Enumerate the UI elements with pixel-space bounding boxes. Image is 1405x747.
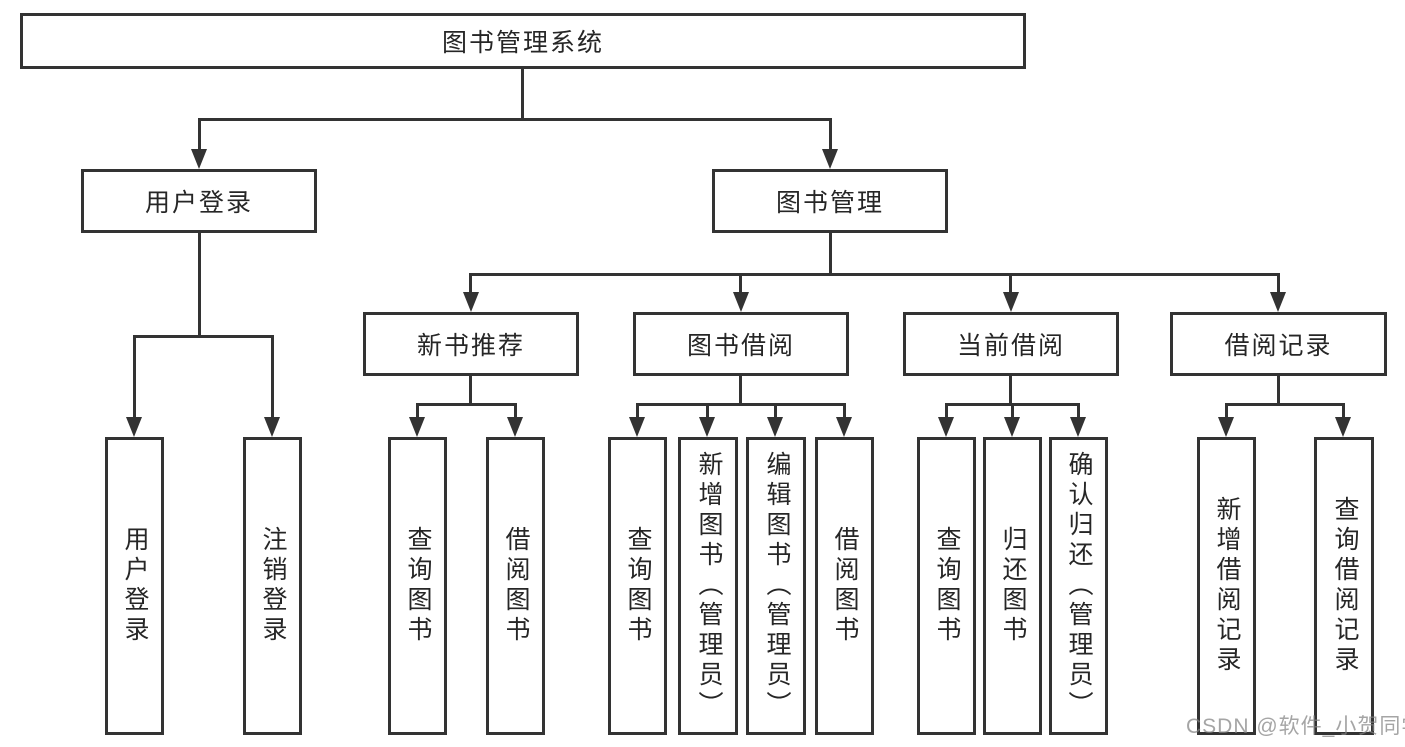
leaf-current-query: 查询图书 — [917, 437, 976, 735]
connector-ul-stub — [198, 233, 201, 335]
connector-bm-drop-3 — [1009, 273, 1012, 294]
arrow-to-borrow-records — [1270, 292, 1286, 312]
connector-bb-stub — [739, 375, 742, 403]
arrow-to-nb-borrow — [507, 417, 523, 437]
arrow-to-bb-query — [629, 417, 645, 437]
leaf-user-login: 用户登录 — [105, 437, 164, 735]
arrow-to-bb-borrow — [836, 417, 852, 437]
leaf-logout: 注销登录 — [243, 437, 302, 735]
node-borrow-records: 借阅记录 — [1170, 312, 1387, 376]
node-root: 图书管理系统 — [20, 13, 1026, 69]
leaf-borrow-add-admin: 新增图书（管理员） — [678, 437, 738, 735]
arrow-to-cb-query — [938, 417, 954, 437]
arrow-to-leaf-login — [126, 417, 142, 437]
arrow-to-new-books — [463, 292, 479, 312]
connector-root-stub — [521, 68, 524, 118]
connector-cb-drop-2 — [1011, 403, 1014, 419]
connector-bm-drop-2 — [739, 273, 742, 294]
connector-bm-hline — [469, 273, 1280, 276]
csdn-watermark: CSDN @软件_小贺同学 — [1186, 715, 1405, 738]
connector-bb-drop-3 — [774, 403, 777, 419]
connector-bb-drop-2 — [706, 403, 709, 419]
connector-br-stub — [1277, 375, 1280, 403]
arrow-to-book-mgmt — [822, 149, 838, 169]
node-book-borrow: 图书借阅 — [633, 312, 849, 376]
arrow-to-nb-query — [409, 417, 425, 437]
node-book-management: 图书管理 — [712, 169, 948, 233]
node-user-login: 用户登录 — [81, 169, 317, 233]
connector-br-drop-1 — [1225, 403, 1228, 419]
arrow-to-cb-confirm — [1070, 417, 1086, 437]
connector-ul-drop-1 — [133, 335, 136, 419]
connector-cb-stub — [1009, 375, 1012, 403]
arrow-to-book-borrow — [733, 292, 749, 312]
node-new-book-recommend: 新书推荐 — [363, 312, 579, 376]
connector-nb-stub — [469, 375, 472, 403]
arrow-to-br-add — [1218, 417, 1234, 437]
connector-bb-drop-1 — [636, 403, 639, 419]
connector-bm-stub — [829, 233, 832, 273]
leaf-records-query: 查询借阅记录 — [1314, 437, 1374, 735]
leaf-newbooks-borrow: 借阅图书 — [486, 437, 545, 735]
connector-cb-drop-1 — [945, 403, 948, 419]
arrow-to-bb-add — [699, 417, 715, 437]
leaf-borrow-edit-admin: 编辑图书（管理员） — [746, 437, 806, 735]
arrow-to-current-borrow — [1003, 292, 1019, 312]
leaf-current-return: 归还图书 — [983, 437, 1042, 735]
leaf-borrow-borrow: 借阅图书 — [815, 437, 874, 735]
leaf-borrow-query: 查询图书 — [608, 437, 667, 735]
arrow-to-br-query — [1335, 417, 1351, 437]
connector-bm-drop-4 — [1277, 273, 1280, 294]
connector-root-hline — [198, 118, 832, 121]
connector-bb-drop-4 — [843, 403, 846, 419]
connector-nb-hline — [416, 403, 517, 406]
connector-ul-drop-2 — [271, 335, 274, 419]
arrow-to-cb-return — [1004, 417, 1020, 437]
connector-nb-drop-1 — [416, 403, 419, 419]
connector-bb-hline — [636, 403, 846, 406]
arrow-to-user-login — [191, 149, 207, 169]
connector-ul-hline — [133, 335, 274, 338]
leaf-newbooks-query: 查询图书 — [388, 437, 447, 735]
connector-cb-drop-3 — [1077, 403, 1080, 419]
connector-drop-user-login — [198, 118, 201, 151]
connector-drop-book-mgmt — [829, 118, 832, 151]
connector-nb-drop-2 — [514, 403, 517, 419]
connector-br-drop-2 — [1342, 403, 1345, 419]
connector-br-hline — [1225, 403, 1345, 406]
leaf-current-confirm-admin: 确认归还（管理员） — [1049, 437, 1108, 735]
arrow-to-bb-edit — [767, 417, 783, 437]
leaf-records-add: 新增借阅记录 — [1197, 437, 1256, 735]
arrow-to-leaf-logout — [264, 417, 280, 437]
connector-bm-drop-1 — [469, 273, 472, 294]
node-current-borrow: 当前借阅 — [903, 312, 1119, 376]
